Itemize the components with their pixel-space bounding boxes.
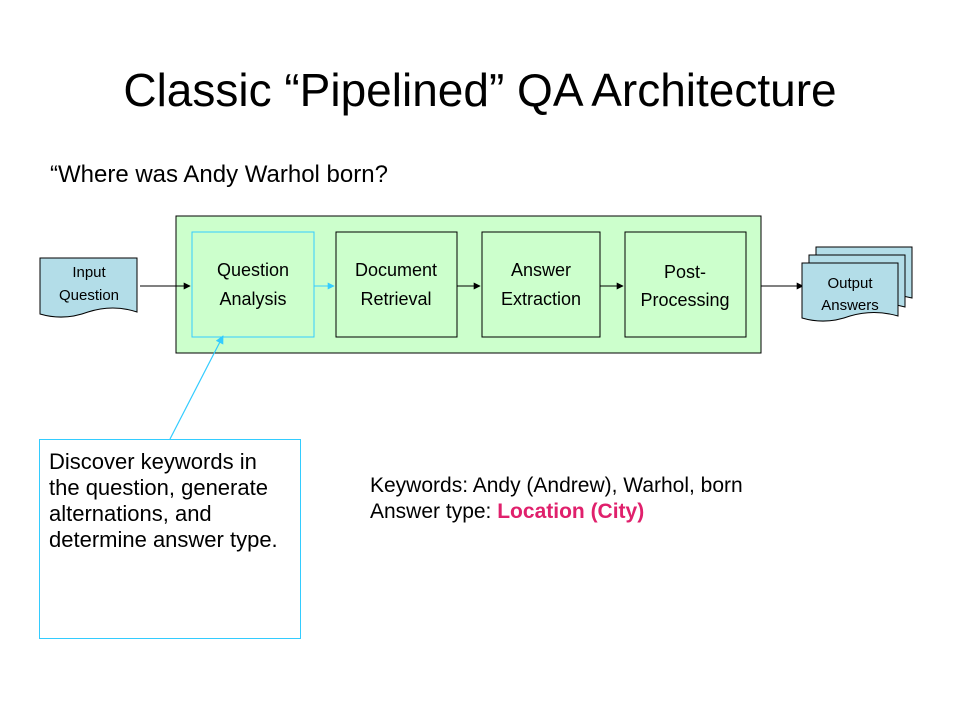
page-title: Classic “Pipelined” QA Architecture: [123, 64, 837, 116]
answer-type-value: Location (City): [497, 500, 645, 523]
stage-label-line2: Processing: [640, 290, 729, 310]
input-label-line1: Input: [72, 264, 106, 281]
stage-question-analysis: Question Analysis: [191, 231, 315, 338]
output-label-line2: Answers: [821, 297, 879, 314]
stage-label-line1: Post-: [664, 262, 706, 282]
keywords-line: Keywords: Andy (Andrew), Warhol, born: [370, 474, 743, 497]
keywords-block: Keywords: Andy (Andrew), Warhol, born An…: [370, 473, 743, 525]
stage-label-line2: Analysis: [219, 289, 286, 309]
output-label-line1: Output: [827, 275, 873, 292]
stage-answer-extraction: Answer Extraction: [481, 231, 601, 338]
answer-type-line: Answer type: Location (City): [370, 499, 743, 525]
stage-document-retrieval: Document Retrieval: [335, 231, 458, 338]
analysis-note-box: Discover keywords in the question, gener…: [39, 439, 301, 639]
stage-label-line1: Answer: [511, 260, 571, 280]
answer-type-label: Answer type:: [370, 500, 498, 523]
output-answers-docs: Output Answers: [801, 246, 913, 322]
stage-label-line2: Extraction: [501, 289, 581, 309]
stage-label-line2: Retrieval: [360, 289, 431, 309]
stage-label-line1: Document: [355, 260, 437, 280]
input-label-line2: Question: [59, 287, 119, 304]
stage-post-processing: Post- Processing: [624, 231, 747, 338]
callout-arrow: [169, 335, 224, 440]
input-question-doc: Input Question: [39, 257, 138, 318]
example-question: “Where was Andy Warhol born?: [50, 161, 388, 188]
stage-label-line1: Question: [217, 260, 289, 280]
